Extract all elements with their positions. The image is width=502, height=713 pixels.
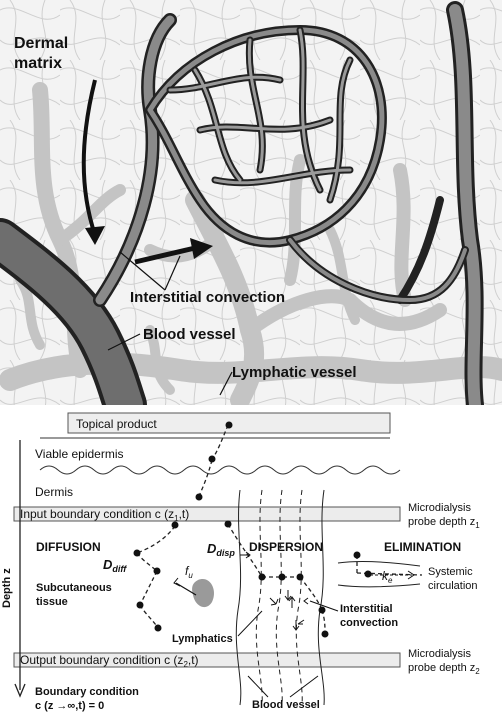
straight-arrow-head bbox=[190, 238, 213, 259]
interstitial-convection-label: convection bbox=[340, 617, 398, 629]
interstitial-leader-head bbox=[303, 597, 309, 605]
blood-vessel-leader bbox=[289, 675, 319, 698]
blood-vessel-label: Blood vessel bbox=[143, 326, 236, 343]
dermis-label: Dermis bbox=[35, 485, 73, 499]
blood-vessels bbox=[0, 1, 484, 427]
lymphatic-blob bbox=[192, 579, 215, 608]
straight-arrow bbox=[134, 245, 196, 265]
epidermis-dermis-junction bbox=[39, 465, 401, 475]
lymphatic-vessel-label: Lymphatic vessel bbox=[232, 364, 357, 381]
d-diff-label: Ddiff bbox=[103, 557, 127, 574]
subcutaneous-tissue-label: tissue bbox=[36, 596, 68, 608]
blood-vessel-leader bbox=[247, 675, 269, 698]
depth-axis-label: Depth z bbox=[1, 568, 13, 608]
elimination-arrow-head bbox=[407, 570, 415, 580]
diffusion-label: DIFFUSION bbox=[36, 540, 101, 554]
ke-label: ke bbox=[382, 569, 393, 585]
output-boundary-band bbox=[13, 652, 401, 668]
lymphatics-leader bbox=[237, 610, 263, 637]
output-boundary-label: Output boundary condition c (z2,t) bbox=[20, 653, 199, 669]
microdialysis-top-label: probe depth z1 bbox=[408, 516, 480, 530]
microdialysis-bottom-label: Microdialysis bbox=[408, 648, 471, 660]
elimination-label: ELIMINATION bbox=[384, 540, 461, 554]
systemic-vessel bbox=[337, 561, 421, 588]
fu-arrow bbox=[175, 582, 197, 596]
interstitial-convection-label: Interstitial bbox=[340, 603, 393, 615]
top-panel: Dermal matrix Interstitial convection Bl… bbox=[0, 0, 502, 427]
systemic-circulation-label: Systemic bbox=[428, 566, 473, 578]
boundary-condition-label: Boundary condition bbox=[35, 686, 139, 698]
leader-line bbox=[107, 333, 141, 351]
interstitial-leader bbox=[309, 600, 339, 612]
convection-arrows bbox=[81, 79, 233, 396]
dispersion-arrows bbox=[240, 551, 305, 631]
diffusion-points bbox=[133, 421, 372, 638]
dermal-matrix-label: Dermal bbox=[14, 35, 68, 52]
viable-epidermis-label: Viable epidermis bbox=[35, 447, 124, 461]
microdialysis-bottom-label: probe depth z2 bbox=[408, 662, 480, 676]
systemic-circulation-label: circulation bbox=[428, 580, 478, 592]
input-boundary-band bbox=[13, 506, 401, 522]
topical-product-label: Topical product bbox=[76, 417, 157, 431]
curved-arrow bbox=[81, 79, 97, 236]
curved-arrow-head bbox=[85, 226, 105, 245]
lymphatics-label: Lymphatics bbox=[172, 633, 233, 645]
fu-label: fu bbox=[185, 564, 193, 580]
leader-line bbox=[219, 371, 233, 396]
leader-line bbox=[164, 255, 181, 291]
depth-axis-arrowhead bbox=[14, 683, 26, 698]
microdialysis-top-label: Microdialysis bbox=[408, 502, 471, 514]
dermal-matrix-label: matrix bbox=[14, 55, 62, 72]
dispersion-label: DISPERSION bbox=[249, 540, 323, 554]
bottom-panel: Topical product Viable epidermis Dermis … bbox=[0, 405, 502, 713]
blood-vessel-bottom-label: Blood vessel bbox=[252, 699, 320, 711]
leader-line bbox=[119, 251, 166, 291]
input-boundary-label: Input boundary condition c (z1,t) bbox=[20, 507, 189, 523]
subcutaneous-tissue-label: Subcutaneous bbox=[36, 582, 112, 594]
fu-arrow-head bbox=[173, 577, 181, 587]
boundary-condition-formula: c (z →∞,t) = 0 bbox=[35, 700, 104, 712]
d-disp-label: Ddisp bbox=[207, 541, 235, 558]
interstitial-convection-label: Interstitial convection bbox=[130, 289, 285, 306]
